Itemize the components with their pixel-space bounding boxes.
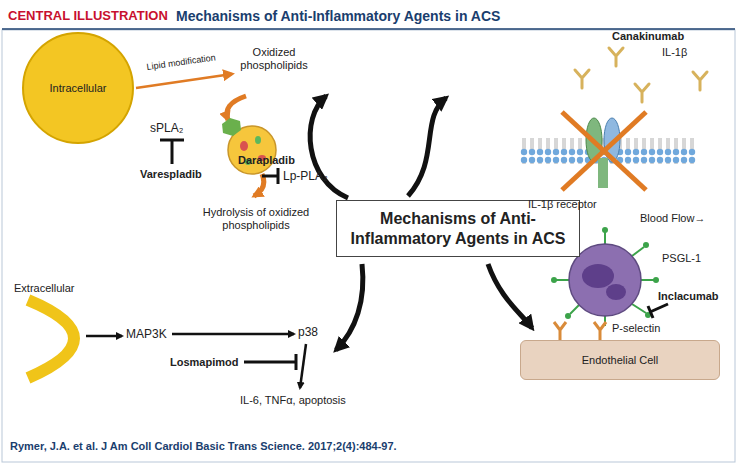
node-text: Mechanisms of Anti-Inflammatory Agents i… <box>347 209 569 247</box>
receptor-label: IL-1β receptor <box>528 198 597 211</box>
drug-name: Losmapimod <box>170 356 238 369</box>
drug-name: Varespladib <box>140 168 202 181</box>
molecule-label: Oxidized phospholipids <box>232 46 316 71</box>
figure-caption: Rymer, J.A. et al. J Am Coll Cardiol Bas… <box>10 440 397 452</box>
cell-circle: Intracellular <box>22 32 134 144</box>
receptor-label: P-selectin <box>612 322 660 335</box>
enzyme-label: sPLA₂ <box>150 122 183 136</box>
process-label: Hydrolysis of oxidized phospholipids <box>196 206 316 231</box>
kinase-label: p38 <box>298 326 318 340</box>
process-label: Lipid modification <box>146 52 216 72</box>
outcome-label: IL-6, TNFα, apoptosis <box>240 394 346 407</box>
drug-name: Darapladib <box>238 154 295 167</box>
node-text: Intracellular <box>50 82 107 94</box>
node-text: Endothelial Cell <box>582 354 658 366</box>
panel-heading: CENTRAL ILLUSTRATION <box>8 9 168 24</box>
drug-name: Inclacumab <box>658 290 719 303</box>
cytokine-label: IL-1β <box>662 46 687 59</box>
endothelial-band: Endothelial Cell <box>520 340 720 380</box>
figure-title: Mechanisms of Anti-Inflammatory Agents i… <box>176 8 500 24</box>
kinase-label: MAP3K <box>126 328 167 342</box>
region-label: Extracellular <box>14 282 75 295</box>
enzyme-label: Lp-PLA₂ <box>283 170 328 184</box>
drug-name: Canakinumab <box>612 30 684 43</box>
flow-label: Blood Flow→ <box>640 212 705 225</box>
ligand-label: PSGL-1 <box>662 252 701 265</box>
